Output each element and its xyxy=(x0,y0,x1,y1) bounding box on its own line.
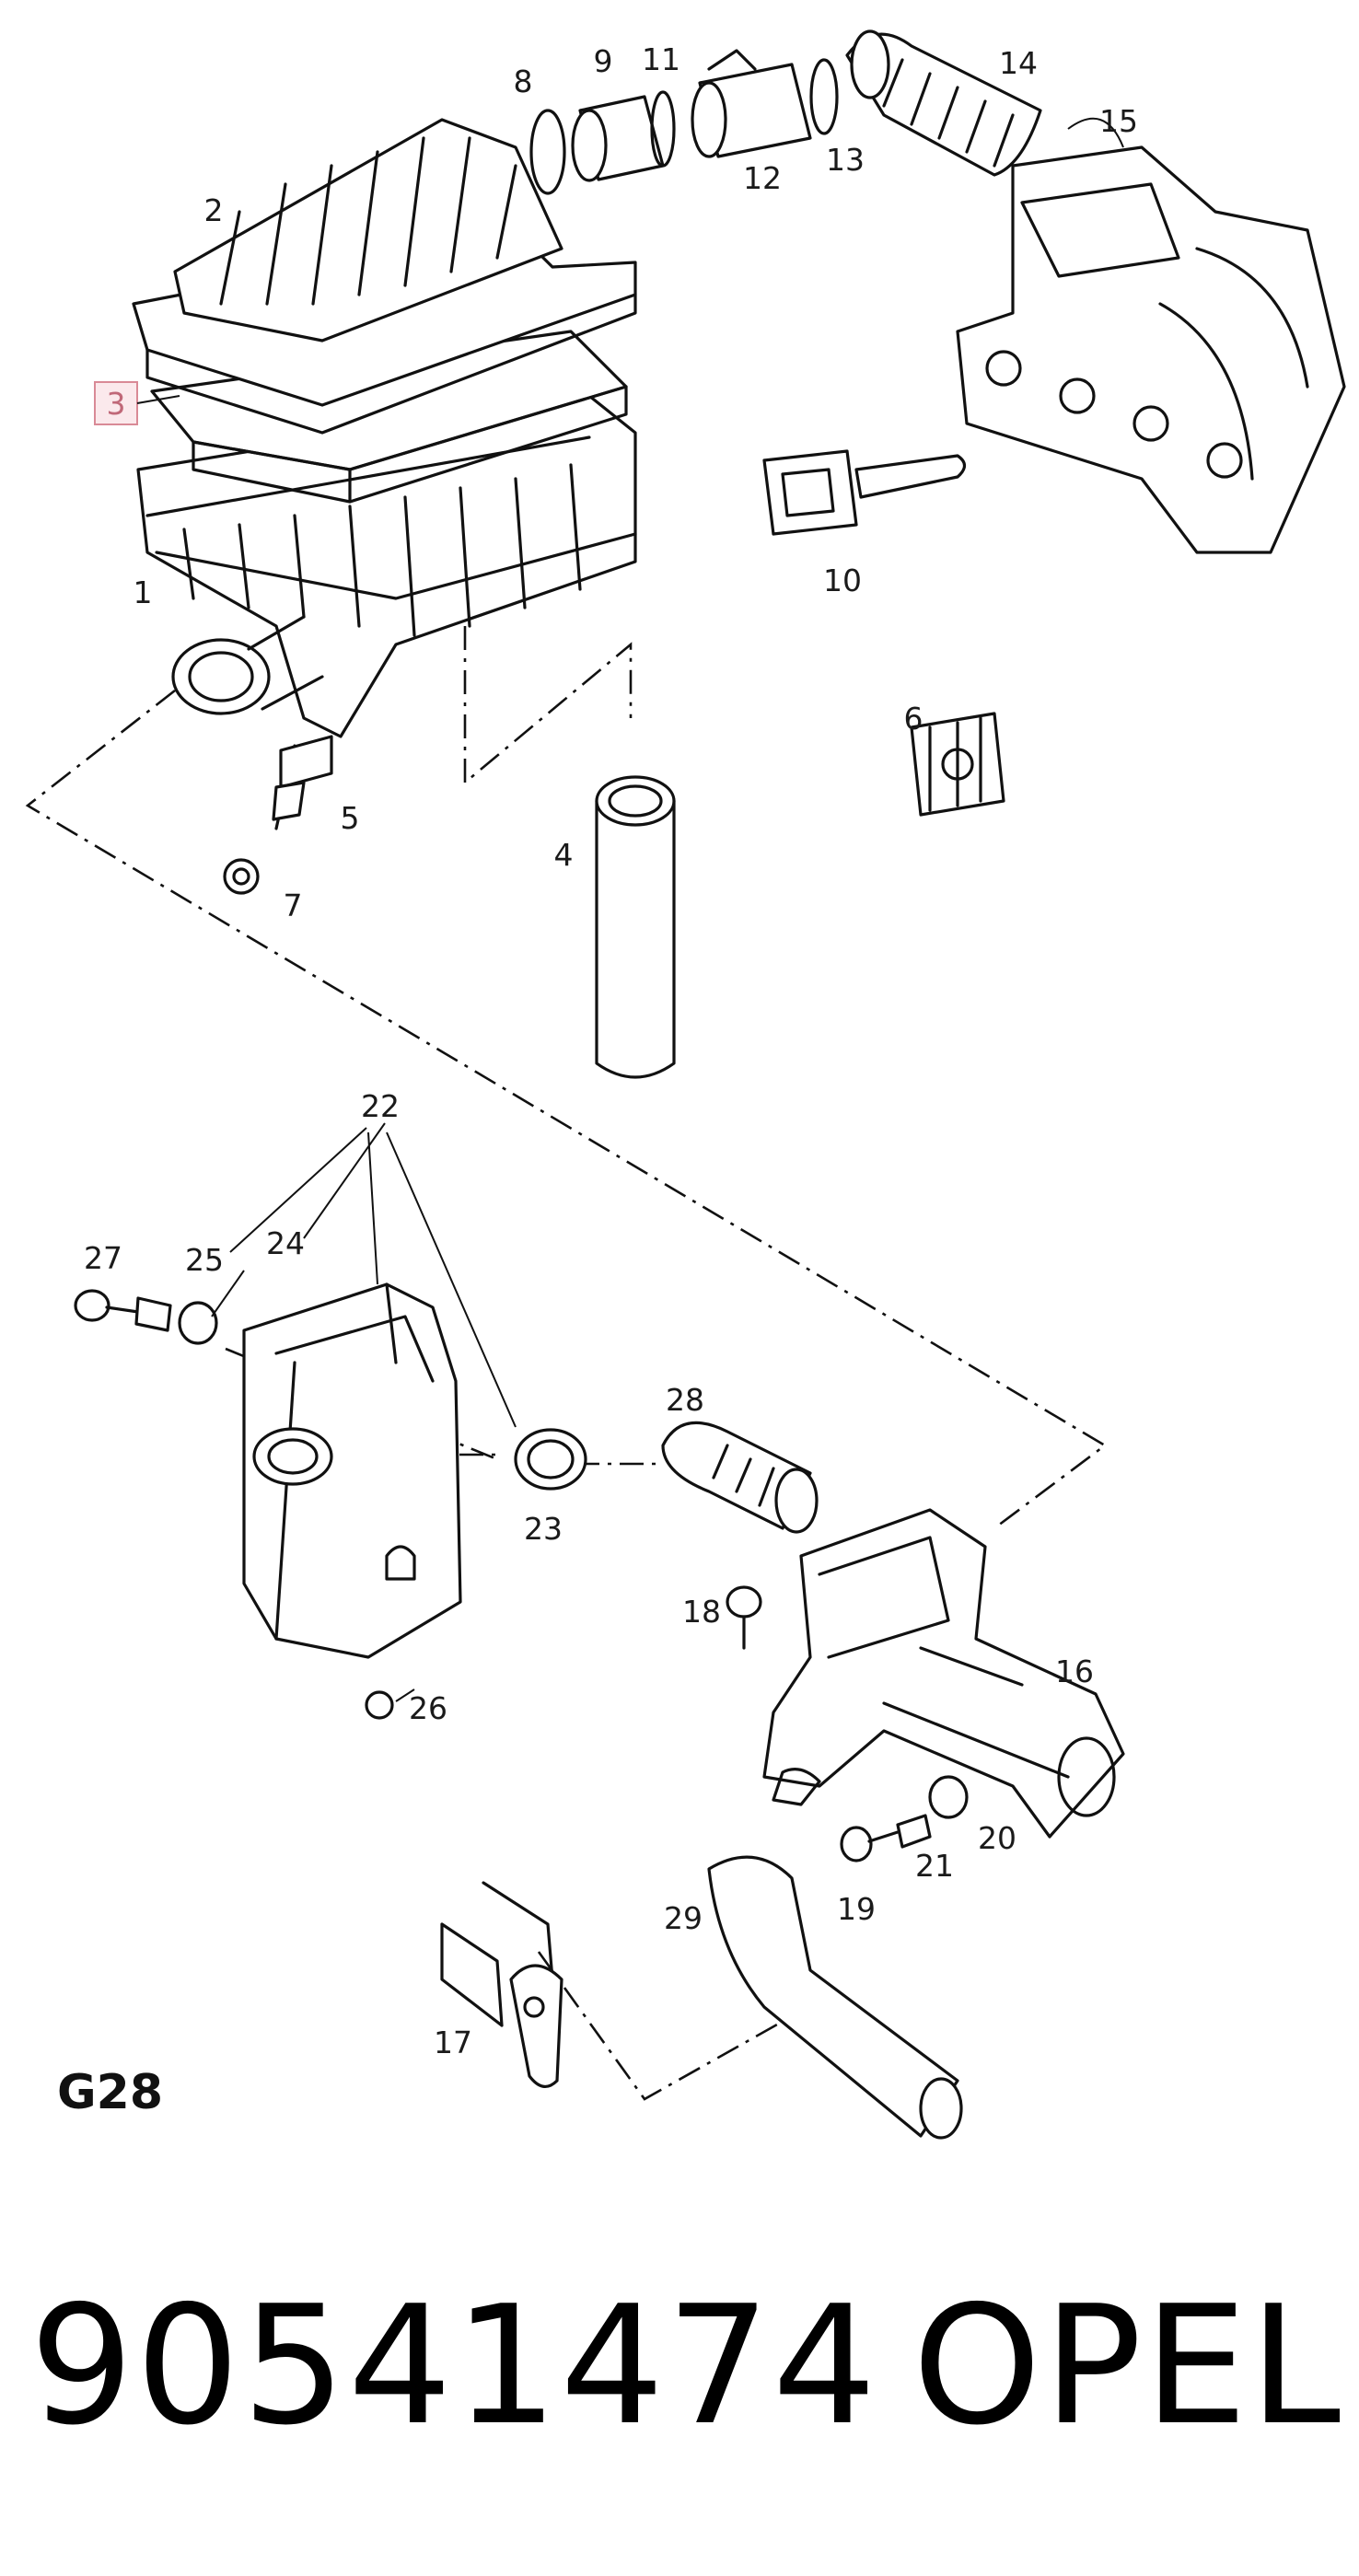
part-footer: 90541474 OPEL xyxy=(0,2246,1359,2486)
callout-5: 5 xyxy=(341,800,360,836)
duct-fasteners xyxy=(726,1585,969,1862)
intake-duct xyxy=(762,1508,1125,1839)
intake-pipe-bellows xyxy=(845,29,1042,177)
air-cleaner-housing xyxy=(136,394,637,738)
callout-12: 12 xyxy=(743,160,782,196)
callout-15: 15 xyxy=(1099,103,1138,139)
brand-name: OPEL xyxy=(912,2270,1342,2461)
callout-23: 23 xyxy=(524,1511,563,1547)
callout-21: 21 xyxy=(915,1848,954,1884)
callout-9: 9 xyxy=(594,43,613,79)
callout-18: 18 xyxy=(682,1594,721,1630)
air-cleaner-cover xyxy=(132,118,637,435)
drain-hose xyxy=(707,1855,963,2140)
callout-4: 4 xyxy=(554,837,574,873)
callout-19: 19 xyxy=(837,1891,876,1927)
sheet-code: G28 xyxy=(57,2065,163,2120)
mounting-bracket xyxy=(440,1881,563,2088)
callout-17: 17 xyxy=(434,2025,472,2060)
valve-and-nut xyxy=(223,735,333,895)
throttle-body-and-manifold xyxy=(956,117,1346,554)
callout-22: 22 xyxy=(361,1088,400,1124)
intake-clamps-and-sensor xyxy=(529,49,839,195)
callout-1: 1 xyxy=(134,574,153,610)
callout-7: 7 xyxy=(284,888,303,923)
callout-26: 26 xyxy=(409,1690,447,1726)
callout-28: 28 xyxy=(666,1382,704,1418)
callout-2: 2 xyxy=(204,192,224,228)
callout-14: 14 xyxy=(999,45,1038,81)
callout-labels: 1 2 4 5 6 7 8 9 10 11 12 13 14 15 16 17 … xyxy=(84,41,1138,2060)
callout-13: 13 xyxy=(826,142,865,178)
callout-10: 10 xyxy=(823,563,862,598)
resonator-box xyxy=(242,1282,462,1720)
callout-11: 11 xyxy=(642,41,680,77)
callout-16: 16 xyxy=(1055,1654,1094,1689)
callout-3-label: 3 xyxy=(107,386,126,422)
part-number: 90541474 xyxy=(29,2270,878,2461)
resonator-fasteners xyxy=(74,1289,218,1345)
temperature-sensor xyxy=(762,449,967,536)
rubber-mount-block xyxy=(910,712,1005,817)
callout-27: 27 xyxy=(84,1240,122,1276)
callout-8: 8 xyxy=(514,64,533,99)
callout-25: 25 xyxy=(185,1242,224,1278)
elbow-hose xyxy=(661,1421,819,1534)
leader-lines xyxy=(211,1122,517,1702)
seal-ring xyxy=(514,1428,587,1491)
callout-6: 6 xyxy=(904,701,923,737)
callout-24: 24 xyxy=(266,1225,305,1261)
hose-tube xyxy=(595,775,676,1079)
callout-29: 29 xyxy=(664,1900,703,1936)
highlighted-callout-3[interactable]: 3 xyxy=(94,381,138,425)
exploded-parts-diagram: 3 1 2 4 5 6 7 8 9 10 11 12 13 14 15 16 1… xyxy=(25,29,1346,2140)
callout-20: 20 xyxy=(978,1820,1016,1856)
